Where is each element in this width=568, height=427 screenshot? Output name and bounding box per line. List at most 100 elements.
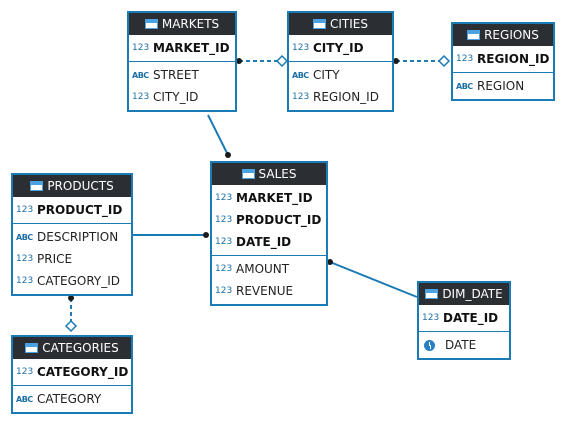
entity-title: DIM_DATE [442, 287, 503, 301]
entity-header[interactable]: CITIES [289, 13, 392, 35]
table-icon [313, 19, 326, 29]
sales-dimdate-endpoint [327, 259, 333, 265]
column-name: REGION_ID [477, 52, 550, 66]
table-icon [30, 181, 44, 191]
number-type-icon: 123 [215, 286, 233, 296]
column-name: PRODUCT_ID [37, 203, 123, 217]
cities-regions-diamond [437, 54, 451, 68]
column-row[interactable]: ABC CATEGORY [13, 388, 131, 410]
number-type-icon: 123 [292, 92, 310, 102]
string-type-icon: ABC [16, 394, 33, 404]
string-type-icon: ABC [292, 70, 309, 80]
number-type-icon: 123 [215, 193, 233, 203]
number-type-icon: 123 [16, 276, 34, 286]
column-name: DESCRIPTION [37, 230, 119, 244]
column-name: CATEGORY [37, 392, 102, 406]
entity-title: CATEGORIES [42, 341, 119, 355]
markets-sales-link [207, 114, 229, 156]
column-name: CATEGORY_ID [37, 274, 120, 288]
table-icon [425, 289, 439, 299]
string-type-icon: ABC [16, 232, 33, 242]
column-name: CITY_ID [153, 90, 199, 104]
table-icon [241, 169, 255, 179]
products-sales-endpoint [203, 232, 209, 238]
column-name: MARKET_ID [153, 41, 230, 55]
products-categories-endpoint [68, 295, 74, 301]
number-type-icon: 123 [16, 254, 34, 264]
number-type-icon: 123 [132, 43, 150, 53]
entity-title: CITIES [330, 17, 368, 31]
entity-header[interactable]: DIM_DATE [419, 283, 509, 305]
attribute-section: DATE [419, 331, 509, 358]
markets-sales-endpoint [225, 152, 231, 158]
column-name: DATE_ID [236, 235, 292, 249]
number-type-icon: 123 [215, 215, 233, 225]
column-name: AMOUNT [236, 262, 290, 276]
entity-title: MARKETS [161, 17, 220, 31]
number-type-icon: 123 [16, 367, 34, 377]
cities-regions-endpoint [393, 58, 399, 64]
entity-header[interactable]: PRODUCTS [13, 175, 131, 197]
products-categories-diamond [64, 319, 78, 333]
markets-cities-endpoint [236, 58, 242, 64]
column-name: STREET [153, 68, 199, 82]
number-type-icon: 123 [215, 237, 233, 247]
column-row[interactable]: ABC DESCRIPTION [13, 226, 131, 248]
entity-header[interactable]: REGIONS [453, 24, 553, 46]
entity-header[interactable]: SALES [212, 163, 326, 185]
string-type-icon: ABC [132, 70, 149, 80]
table-icon [467, 30, 481, 40]
entity-header[interactable]: CATEGORIES [13, 337, 131, 359]
number-type-icon: 123 [16, 205, 34, 215]
entity-title: PRODUCTS [47, 179, 114, 193]
number-type-icon: 123 [292, 43, 310, 53]
entity-title: REGIONS [484, 28, 539, 42]
number-type-icon: 123 [456, 54, 474, 64]
entity-header[interactable]: MARKETS [129, 13, 235, 35]
column-name: DATE [445, 338, 477, 352]
entity-title: SALES [258, 167, 297, 181]
column-name: REGION_ID [313, 90, 379, 104]
sales-dimdate-link [329, 261, 418, 298]
number-type-icon: 123 [132, 92, 150, 102]
column-row[interactable]: DATE [419, 334, 509, 356]
attribute-section: ABC CATEGORY [13, 385, 131, 412]
column-name: PRODUCT_ID [236, 213, 322, 227]
column-row[interactable]: ABC STREET [129, 64, 235, 86]
markets-cities-diamond [275, 54, 289, 68]
column-name: CATEGORY_ID [37, 365, 129, 379]
column-name: REVENUE [236, 284, 294, 298]
